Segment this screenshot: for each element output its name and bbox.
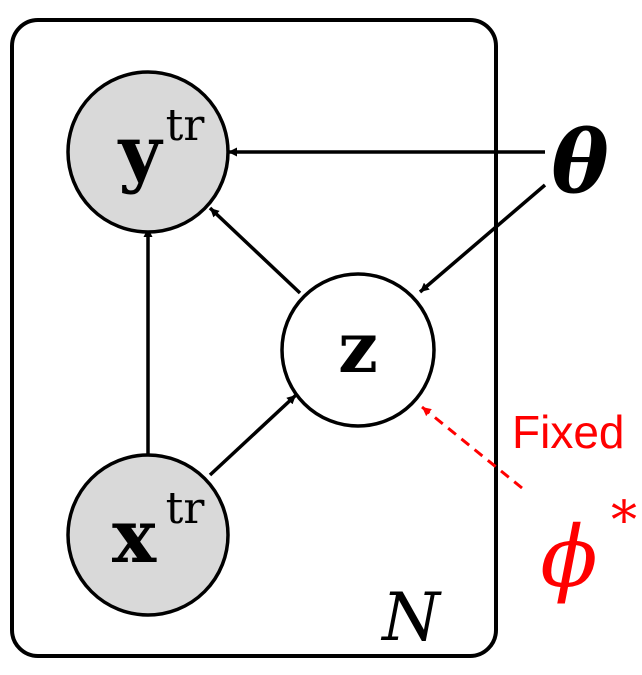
node-y-train: y tr xyxy=(66,70,230,234)
phi-superscript: * xyxy=(611,491,637,551)
edge-theta-to-z xyxy=(418,183,547,294)
plate xyxy=(10,18,498,658)
edge-z-to-y xyxy=(208,206,302,295)
edge-x-to-z xyxy=(208,393,298,477)
phi-label: ϕ xyxy=(540,508,597,606)
node-x-label: x xyxy=(112,494,157,580)
theta-label: θ xyxy=(551,112,609,213)
edge-phi-to-z xyxy=(421,405,523,490)
node-x-train: x tr xyxy=(66,453,230,617)
node-x-superscript: tr xyxy=(166,483,206,534)
node-z-label: z xyxy=(338,306,378,389)
plate-label: N xyxy=(380,579,442,656)
fixed-annotation: Fixed xyxy=(512,406,624,458)
node-z-circle xyxy=(280,272,436,428)
node-y-label: y xyxy=(118,110,164,196)
node-y-circle xyxy=(66,70,230,234)
node-z: z xyxy=(280,272,436,428)
node-y-superscript: tr xyxy=(166,100,206,151)
phi-star: ϕ * xyxy=(540,491,637,606)
node-x-circle xyxy=(66,453,230,617)
